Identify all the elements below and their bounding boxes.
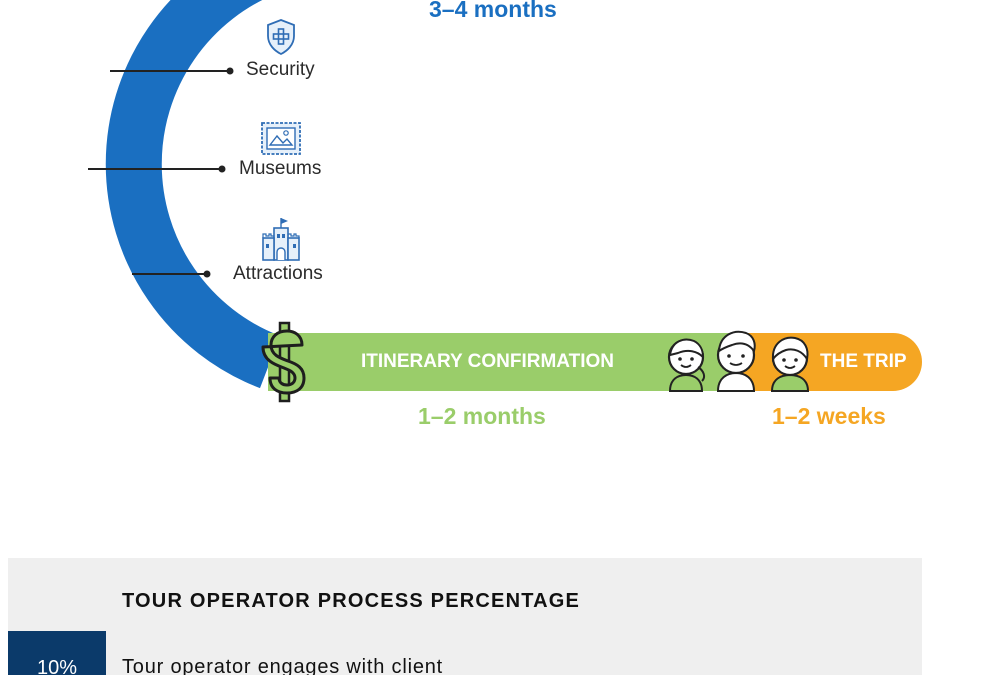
trip-duration: 1–2 weeks — [772, 403, 886, 429]
itinerary-bar-label: ITINERARY CONFIRMATION — [361, 351, 614, 372]
travelers-faces-icon — [667, 330, 810, 392]
item-label-museums: Museums — [239, 158, 322, 179]
itinerary-duration: 1–2 months — [418, 403, 546, 429]
framed-picture-icon — [261, 122, 301, 155]
timeline-diagram — [88, 0, 922, 403]
item-label-attractions: Attractions — [233, 263, 323, 284]
item-label-security: Security — [246, 59, 315, 80]
trip-bar-label: THE TRIP — [820, 351, 907, 372]
process-percentage-panel: TOUR OPERATOR PROCESS PERCENTAGE 10% Tou… — [8, 558, 922, 675]
connector-security — [110, 67, 234, 75]
castle-icon — [262, 218, 300, 261]
planning-duration: 3–4 months — [429, 0, 557, 22]
dollar-sign-icon — [261, 321, 306, 403]
panel-title: TOUR OPERATOR PROCESS PERCENTAGE — [122, 590, 581, 612]
step-description: Tour operator engages with client — [122, 656, 444, 675]
itinerary-bar — [268, 333, 738, 391]
connector-museums — [88, 165, 226, 173]
shield-plus-icon — [267, 19, 295, 56]
planning-arc — [105, 0, 281, 389]
step-percent-badge: 10% — [8, 631, 106, 675]
connector-attractions — [132, 270, 211, 278]
